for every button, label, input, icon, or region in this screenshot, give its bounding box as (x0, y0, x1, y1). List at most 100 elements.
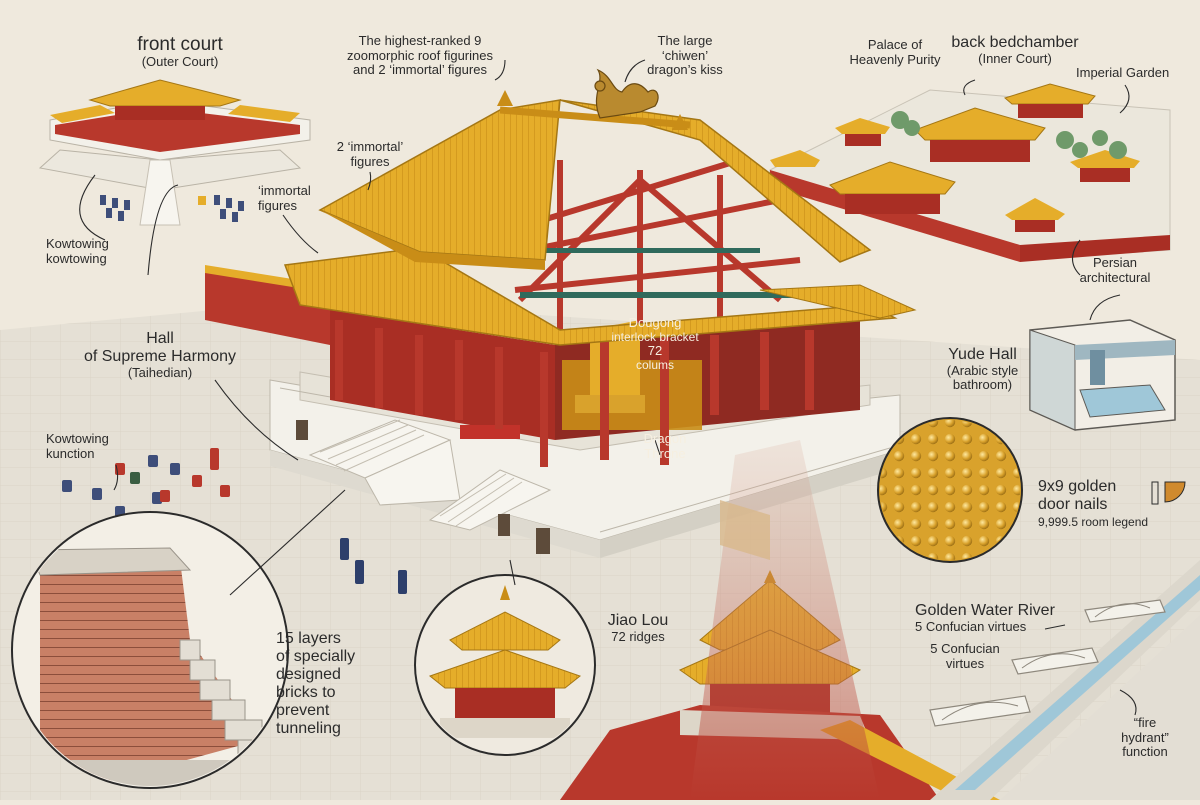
kowtow-top-line1: Kowtowing (46, 236, 109, 251)
label-hall-supreme-harmony: Hall of Supreme Harmony (Taihedian) (70, 330, 250, 380)
label-fire-hydrant: “fire hydrant” function (1100, 715, 1190, 760)
door-nail (978, 467, 990, 479)
hall-line1: Hall (146, 330, 174, 347)
label-back-bedchamber: back bedchamber (Inner Court) (940, 34, 1090, 66)
door-nail (927, 535, 939, 547)
chiwen-line2: ‘chiwen’ (661, 47, 709, 63)
door-nail (944, 501, 956, 513)
label-imperial-garden: Imperial Garden (1076, 65, 1196, 81)
door-nail (961, 433, 973, 445)
chiwen-line1: The large (657, 33, 713, 48)
door-nail (961, 501, 973, 513)
label-door-nails: 9x9 golden door nails 9,999.5 room legen… (1038, 478, 1178, 529)
door-nail (893, 501, 905, 513)
label-dougong: Dougong interlock bracket 72 colums (610, 315, 700, 372)
immortal2-line1: 2 ‘immortal’ (336, 139, 404, 154)
bricks-line1: 15 layers (276, 630, 341, 647)
door-nail (944, 433, 956, 445)
door-nail (944, 518, 956, 530)
chiwen-line3: dragon’s kiss (647, 62, 723, 78)
door-nail (910, 501, 922, 513)
label-jiao-lou: Jiao Lou 72 ridges (598, 612, 678, 644)
back-bedchamber-title: back bedchamber (951, 34, 1079, 51)
door-nail (910, 467, 922, 479)
dragon-line2: Throne (644, 445, 686, 461)
dragon-line1: Dragon (643, 431, 687, 446)
label-chiwen: The large ‘chiwen’ dragon’s kiss (630, 33, 740, 78)
door-nail (944, 467, 956, 479)
bricks-line2: of specially (276, 647, 356, 665)
bricks-inset (11, 511, 289, 789)
door-nail (910, 433, 922, 445)
immortal-line2: figures (258, 197, 298, 213)
persian-line1: Persian (1092, 255, 1138, 270)
label-front-court: front court (Outer Court) (100, 34, 260, 70)
dougong-line4: colums (635, 357, 674, 372)
persian-line2: architectural (1079, 269, 1151, 285)
door-nail (995, 501, 1007, 513)
door-nail (961, 467, 973, 479)
door-nail (995, 484, 1007, 496)
door-nail (927, 450, 939, 462)
label-immortal-figures: ‘immortal figures (258, 183, 338, 213)
label-dragon-throne: Dragon Throne (630, 431, 700, 461)
door-nail (995, 467, 1007, 479)
palace-line2: Heavenly Purity (849, 51, 941, 67)
kowtow-bottom-line2: kunction (46, 445, 95, 461)
door-nail (927, 467, 939, 479)
nails-line2: door nails (1038, 495, 1108, 513)
door-nail (927, 501, 939, 513)
hall-of-supreme-harmony-illustration (269, 68, 917, 558)
roof-figures-line2: zoomorphic roof figurines (347, 47, 493, 63)
nails-line3: 9,999.5 room legend (1038, 514, 1149, 529)
dougong-line1: Dougong (628, 315, 682, 330)
door-nail (910, 450, 922, 462)
yude-line2: (Arabic style (946, 362, 1019, 378)
bricks-line3: designed (276, 665, 341, 683)
door-nail (910, 484, 922, 496)
ruler-icon (1151, 481, 1186, 505)
door-nail (961, 518, 973, 530)
door-nail (1012, 484, 1020, 496)
golden-water-river (929, 560, 1200, 800)
door-nail (944, 420, 956, 428)
door-nail (893, 450, 905, 462)
door-nail (978, 450, 990, 462)
yude-hall-inset (1029, 319, 1176, 431)
label-confucian-virtues: 5 Confucian virtues (915, 641, 1015, 671)
back-bedchamber-subtitle: (Inner Court) (978, 50, 1052, 66)
front-court-subtitle: (Outer Court) (141, 54, 219, 70)
label-persian: Persian architectural (1060, 255, 1170, 285)
roof-figures-line1: The highest-ranked 9 (358, 33, 482, 48)
yude-line1: Yude Hall (948, 346, 1017, 363)
door-nail (927, 484, 939, 496)
label-yude-hall: Yude Hall (Arabic style bathroom) (935, 346, 1030, 393)
label-golden-water-river: Golden Water River 5 Confucian virtues (915, 602, 1105, 634)
door-nail (978, 501, 990, 513)
kowtow-bottom-line1: Kowtowing (46, 431, 109, 446)
door-nail (978, 433, 990, 445)
jiao-lou-inset (414, 574, 596, 756)
label-roof-figures: The highest-ranked 9 zoomorphic roof fig… (330, 33, 510, 78)
door-nails-inset (877, 417, 1023, 563)
fire-line3: function (1122, 744, 1168, 760)
roof-figures-line3: and 2 ‘immortal’ figures (353, 62, 487, 78)
label-immortal-figures-2: 2 ‘immortal’ figures (330, 139, 410, 169)
hall-line3: (Taihedian) (127, 364, 193, 380)
door-nail (893, 484, 905, 496)
door-nail (978, 518, 990, 530)
label-kowtowing-top: Kowtowing kowtowing (46, 236, 136, 266)
label-palace-heavenly-purity: Palace of Heavenly Purity (835, 37, 955, 67)
dougong-line2: interlock bracket (611, 329, 699, 344)
fire-line1: “fire (1133, 715, 1157, 730)
bricks-line6: tunneling (276, 719, 341, 737)
door-nail (961, 535, 973, 547)
door-nail (978, 484, 990, 496)
inner-court-illustration (769, 83, 1171, 262)
door-nail (893, 467, 905, 479)
river-line2: 5 Confucian virtues (915, 618, 1027, 634)
bronze-censers (296, 420, 550, 554)
door-nail (995, 518, 1007, 530)
virtues-line2: virtues (945, 655, 985, 671)
